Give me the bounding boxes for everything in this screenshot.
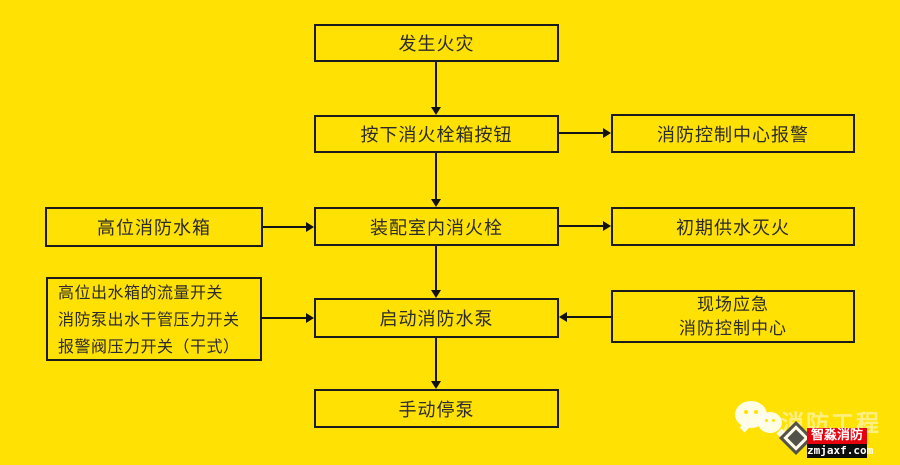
wechat-eye (754, 410, 758, 414)
wechat-eye (772, 419, 775, 422)
wechat-bubble-small (758, 412, 782, 433)
wechat-eye (744, 410, 748, 414)
node-onsite-emergency-center: 现场应急 消防控制中心 (611, 290, 855, 343)
node-manual-pump-stop-label: 手动停泵 (398, 399, 475, 421)
node-fire-occurs-label: 发生火灾 (398, 34, 475, 55)
node-start-fire-pump-label: 启动消防水泵 (379, 309, 494, 330)
arrow-line-button-to-alarm (559, 132, 603, 134)
brand-diamond-inner (783, 425, 809, 451)
node-high-level-water-tank: 高位消防水箱 (45, 207, 263, 247)
arrow-head-hydrant-to-pump (431, 290, 441, 298)
node-assemble-indoor-hydrant: 装配室内消火栓 (314, 207, 559, 246)
brand-name-badge: 智淼消防 (807, 428, 867, 444)
node-assemble-indoor-hydrant-label: 装配室内消火栓 (370, 217, 503, 239)
arrow-head-fire-to-button (431, 107, 441, 115)
node-control-center-alarm: 消防控制中心报警 (611, 114, 855, 153)
node-fire-occurs: 发生火灾 (314, 24, 559, 62)
node-control-center-alarm-label: 消防控制中心报警 (657, 124, 809, 146)
node-pressure-switches-line1: 高位出水箱的流量开关 (58, 282, 224, 302)
arrow-head-switches-to-pump (306, 313, 314, 323)
arrow-line-pump-to-stop (435, 338, 437, 381)
node-initial-water-supply: 初期供水灭火 (611, 207, 855, 246)
arrow-line-hydrant-to-pump (435, 246, 437, 290)
arrow-line-fire-to-button (435, 62, 437, 107)
node-press-hydrant-button-label: 按下消火栓箱按钮 (360, 125, 513, 146)
node-pressure-switches-line3: 报警阀压力开关（干式） (58, 336, 240, 356)
node-high-level-water-tank-label: 高位消防水箱 (97, 218, 211, 239)
arrow-line-button-to-hydrant (435, 153, 437, 199)
arrow-head-pump-to-stop (431, 381, 441, 389)
arrow-head-button-to-alarm (603, 128, 611, 138)
node-initial-water-supply-label: 初期供水灭火 (676, 217, 790, 239)
wechat-eye (765, 419, 768, 422)
arrow-head-hydrant-to-supply (603, 221, 611, 231)
arrow-line-emergency-to-pump (567, 316, 611, 318)
arrow-line-tank-to-hydrant (263, 226, 306, 228)
node-press-hydrant-button: 按下消火栓箱按钮 (314, 115, 559, 153)
arrow-line-hydrant-to-supply (559, 225, 603, 227)
arrow-head-emergency-to-pump (559, 312, 567, 322)
wechat-icon (735, 399, 787, 445)
node-start-fire-pump: 启动消防水泵 (314, 298, 559, 338)
brand-url-badge: zmjaxf.com (807, 444, 874, 458)
arrow-head-tank-to-hydrant (306, 222, 314, 232)
node-pressure-switches: 高位出水箱的流量开关 消防泵出水干管压力开关 报警阀压力开关（干式） (46, 277, 262, 361)
node-onsite-emergency-center-line2: 消防控制中心 (679, 318, 787, 339)
node-pressure-switches-line2: 消防泵出水干管压力开关 (58, 309, 240, 329)
node-onsite-emergency-center-line1: 现场应急 (697, 294, 769, 315)
arrow-line-switches-to-pump (262, 317, 306, 319)
arrow-head-button-to-hydrant (431, 199, 441, 207)
node-manual-pump-stop: 手动停泵 (314, 389, 559, 428)
